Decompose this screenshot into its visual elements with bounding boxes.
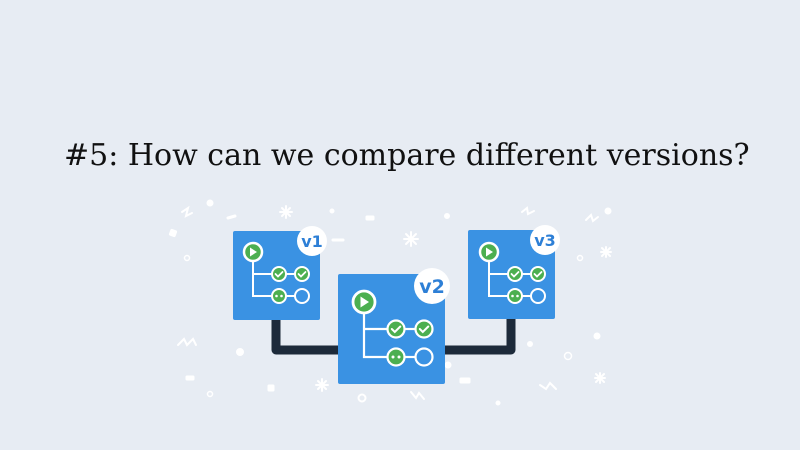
sparkle-icon	[600, 246, 612, 258]
play-icon	[478, 241, 500, 263]
check-icon	[271, 266, 287, 282]
version-card-v1: v1	[233, 226, 327, 320]
slide-title: #5: How can we compare different version…	[64, 138, 750, 173]
empty-circle-icon	[294, 288, 310, 304]
version-card-v2: v2	[338, 268, 450, 384]
version-label-v1: v1	[301, 232, 323, 251]
sparkle-icon	[403, 231, 419, 247]
ellipsis-icon	[386, 347, 406, 367]
version-badge: v1	[297, 226, 327, 256]
version-label-v3: v3	[534, 231, 556, 250]
workflow-tree	[488, 261, 508, 297]
empty-circle-icon	[414, 347, 434, 367]
sparkle-icon	[279, 205, 293, 219]
workflow-tree	[362, 312, 388, 359]
check-icon	[414, 319, 434, 339]
check-icon	[530, 266, 546, 282]
check-icon	[386, 319, 406, 339]
workflow-tree	[252, 261, 272, 297]
sparkle-icon	[594, 372, 606, 384]
version-card-v3: v3	[468, 225, 560, 319]
version-badge: v3	[530, 225, 560, 255]
ellipsis-icon	[271, 288, 287, 304]
sparkle-icon	[315, 378, 329, 392]
confetti-decoration	[168, 199, 612, 406]
version-connector	[271, 311, 516, 355]
ellipsis-icon	[507, 288, 523, 304]
check-icon	[507, 266, 523, 282]
version-badge: v2	[414, 268, 450, 304]
empty-circle-icon	[530, 288, 546, 304]
play-icon	[242, 241, 264, 263]
check-icon	[294, 266, 310, 282]
version-label-v2: v2	[419, 276, 445, 298]
play-icon	[351, 289, 377, 315]
